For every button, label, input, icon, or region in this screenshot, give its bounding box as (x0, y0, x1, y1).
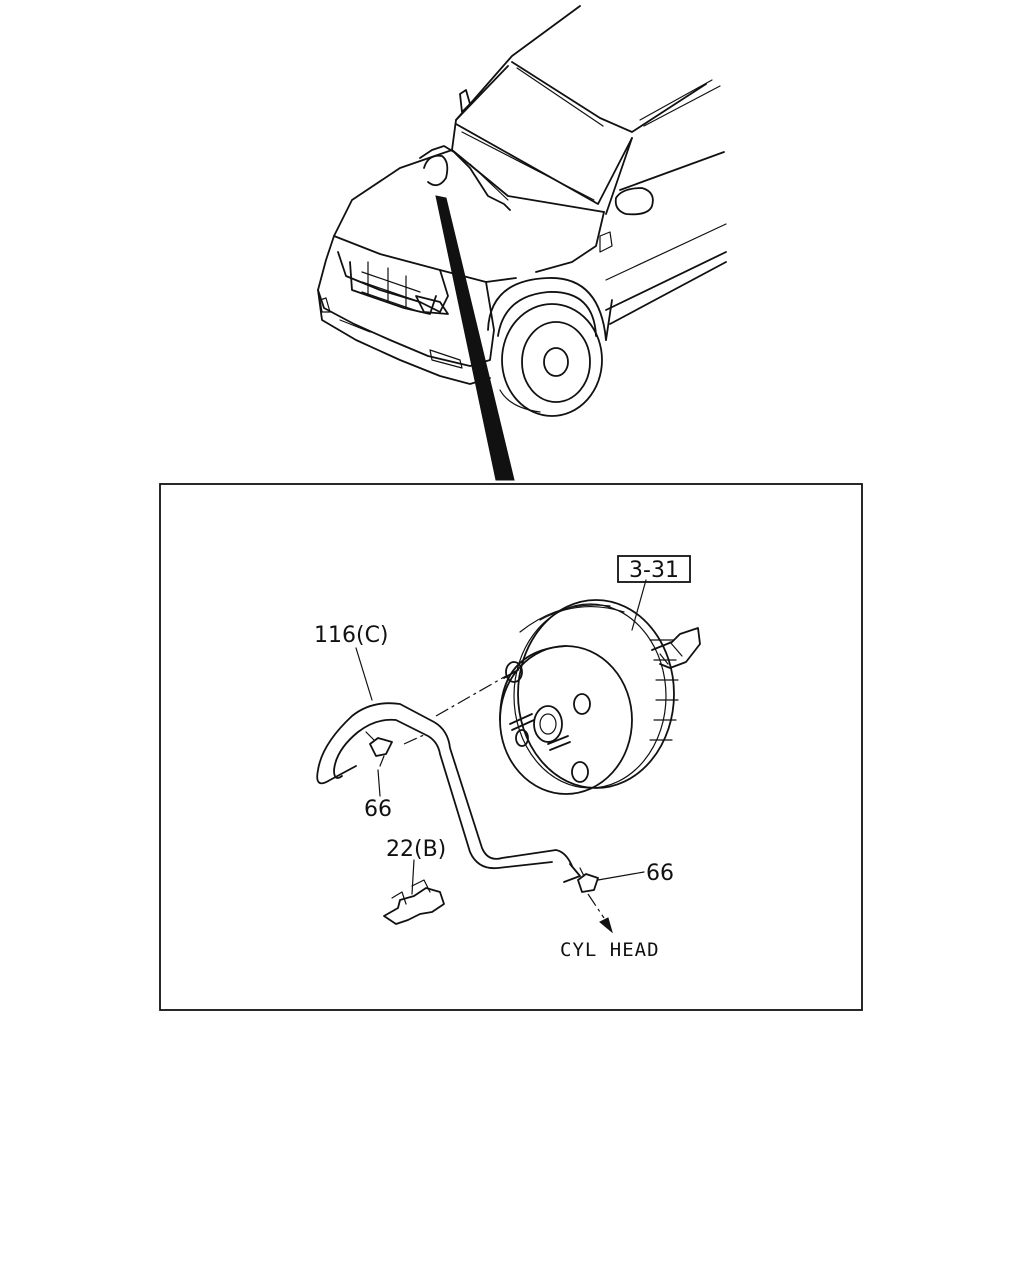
bracket-callout: 22(B) (386, 837, 446, 862)
hose-callout: 116(C) (314, 623, 389, 648)
vehicle-overview (317, 5, 727, 481)
detail-frame (159, 483, 863, 1011)
vacuum-hose (316, 675, 581, 883)
cyl-head-arrow (587, 893, 613, 934)
ref-box-frame (617, 555, 691, 583)
clip-left-callout: 66 (364, 797, 392, 822)
destination-callout: CYL HEAD (560, 939, 660, 961)
hose-bracket (383, 859, 445, 925)
hose-clip-right (577, 867, 645, 893)
hose-clip-left (365, 731, 393, 797)
ref-box-label: 3-31 (629, 558, 679, 583)
brake-booster (499, 579, 701, 795)
clip-right-callout: 66 (646, 861, 674, 886)
